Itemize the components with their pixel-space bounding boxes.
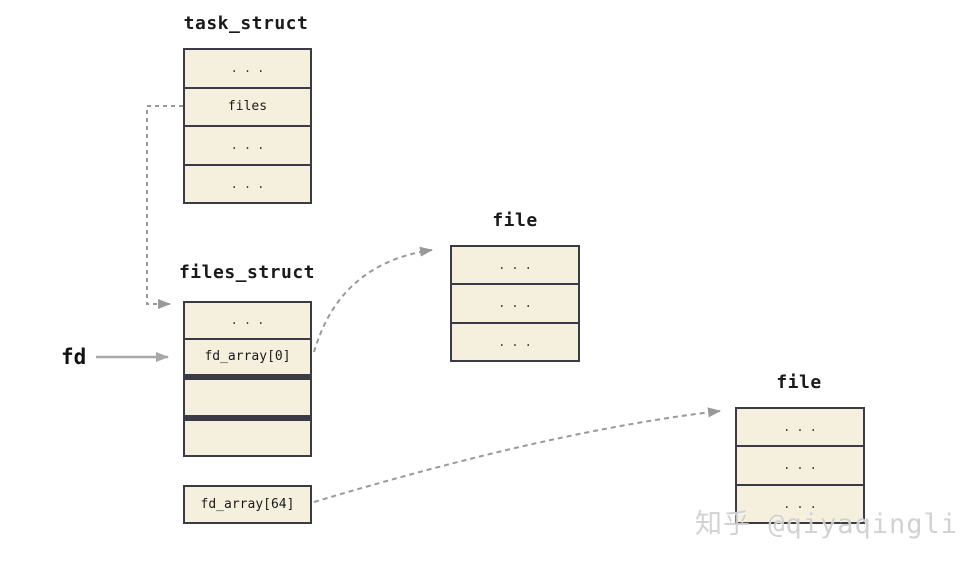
fd-array64-box: fd_array[64] <box>183 485 312 524</box>
task-struct-box: ... files ... ... <box>183 48 312 204</box>
fd-array64-label: fd_array[64] <box>200 497 295 512</box>
file-upper-row-dots: ... <box>452 321 578 360</box>
task-struct-title: task_struct <box>183 13 309 34</box>
task-struct-row-files: files <box>185 86 310 126</box>
watermark: 知乎 @qiyaqingli <box>695 509 959 540</box>
file-lower-row-dots: ... <box>737 445 863 483</box>
files-struct-row-dots: ... <box>230 313 271 328</box>
fd-label: fd <box>61 345 87 369</box>
file-lower-box: ... ... ... <box>735 407 865 524</box>
task-struct-row-dots: ... <box>230 61 271 76</box>
connector-fdarray64-to-file <box>313 407 721 503</box>
files-struct-title: files_struct <box>178 262 316 283</box>
file-lower-row-dots: ... <box>737 483 863 522</box>
file-upper-row-dots: ... <box>498 258 538 273</box>
file-upper-box: ... ... ... <box>450 245 580 362</box>
task-struct-row-dots: ... <box>185 163 310 203</box>
file-upper-row-dots: ... <box>452 283 578 321</box>
files-struct-row-fdarray0: fd_array[0] <box>185 337 310 375</box>
file-lower-row-dots: ... <box>783 420 823 435</box>
files-struct-box: ... fd_array[0] <box>183 301 312 457</box>
file-lower-title: file <box>776 372 822 393</box>
task-struct-row-dots: ... <box>185 125 310 164</box>
files-struct-row-empty <box>185 374 310 415</box>
files-struct-row-empty <box>185 414 310 456</box>
file-upper-title: file <box>492 210 538 231</box>
